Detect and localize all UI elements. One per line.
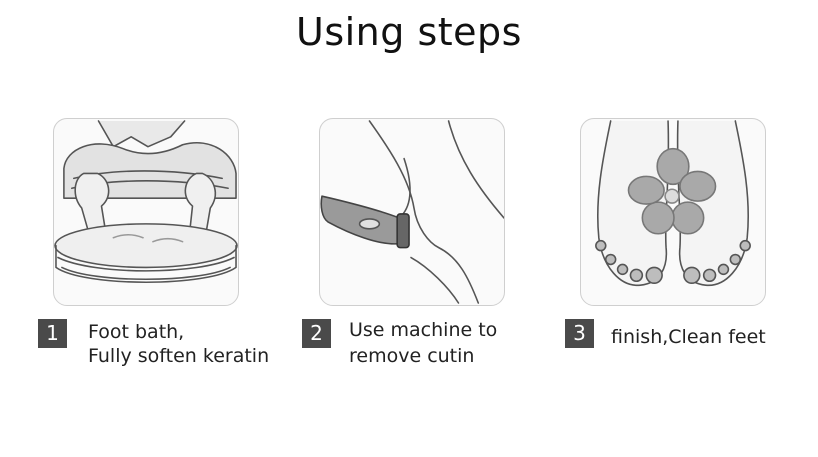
step-1-line-1: Foot bath, xyxy=(88,321,185,343)
step-number-2: 2 xyxy=(302,319,331,348)
step-2-line-2: remove cutin xyxy=(349,345,475,367)
step-2-line-1: Use machine to xyxy=(349,319,498,341)
step-number-1: 1 xyxy=(38,319,67,348)
step-1-line-2: Fully soften keratin xyxy=(88,345,270,367)
step-3-line-1: finish,Clean feet xyxy=(611,326,766,348)
machine-illustration xyxy=(319,118,505,306)
page-title: Using steps xyxy=(296,10,522,54)
step-number-3: 3 xyxy=(565,319,594,348)
foot-bath-illustration xyxy=(53,118,239,306)
clean-feet-illustration xyxy=(580,118,766,306)
